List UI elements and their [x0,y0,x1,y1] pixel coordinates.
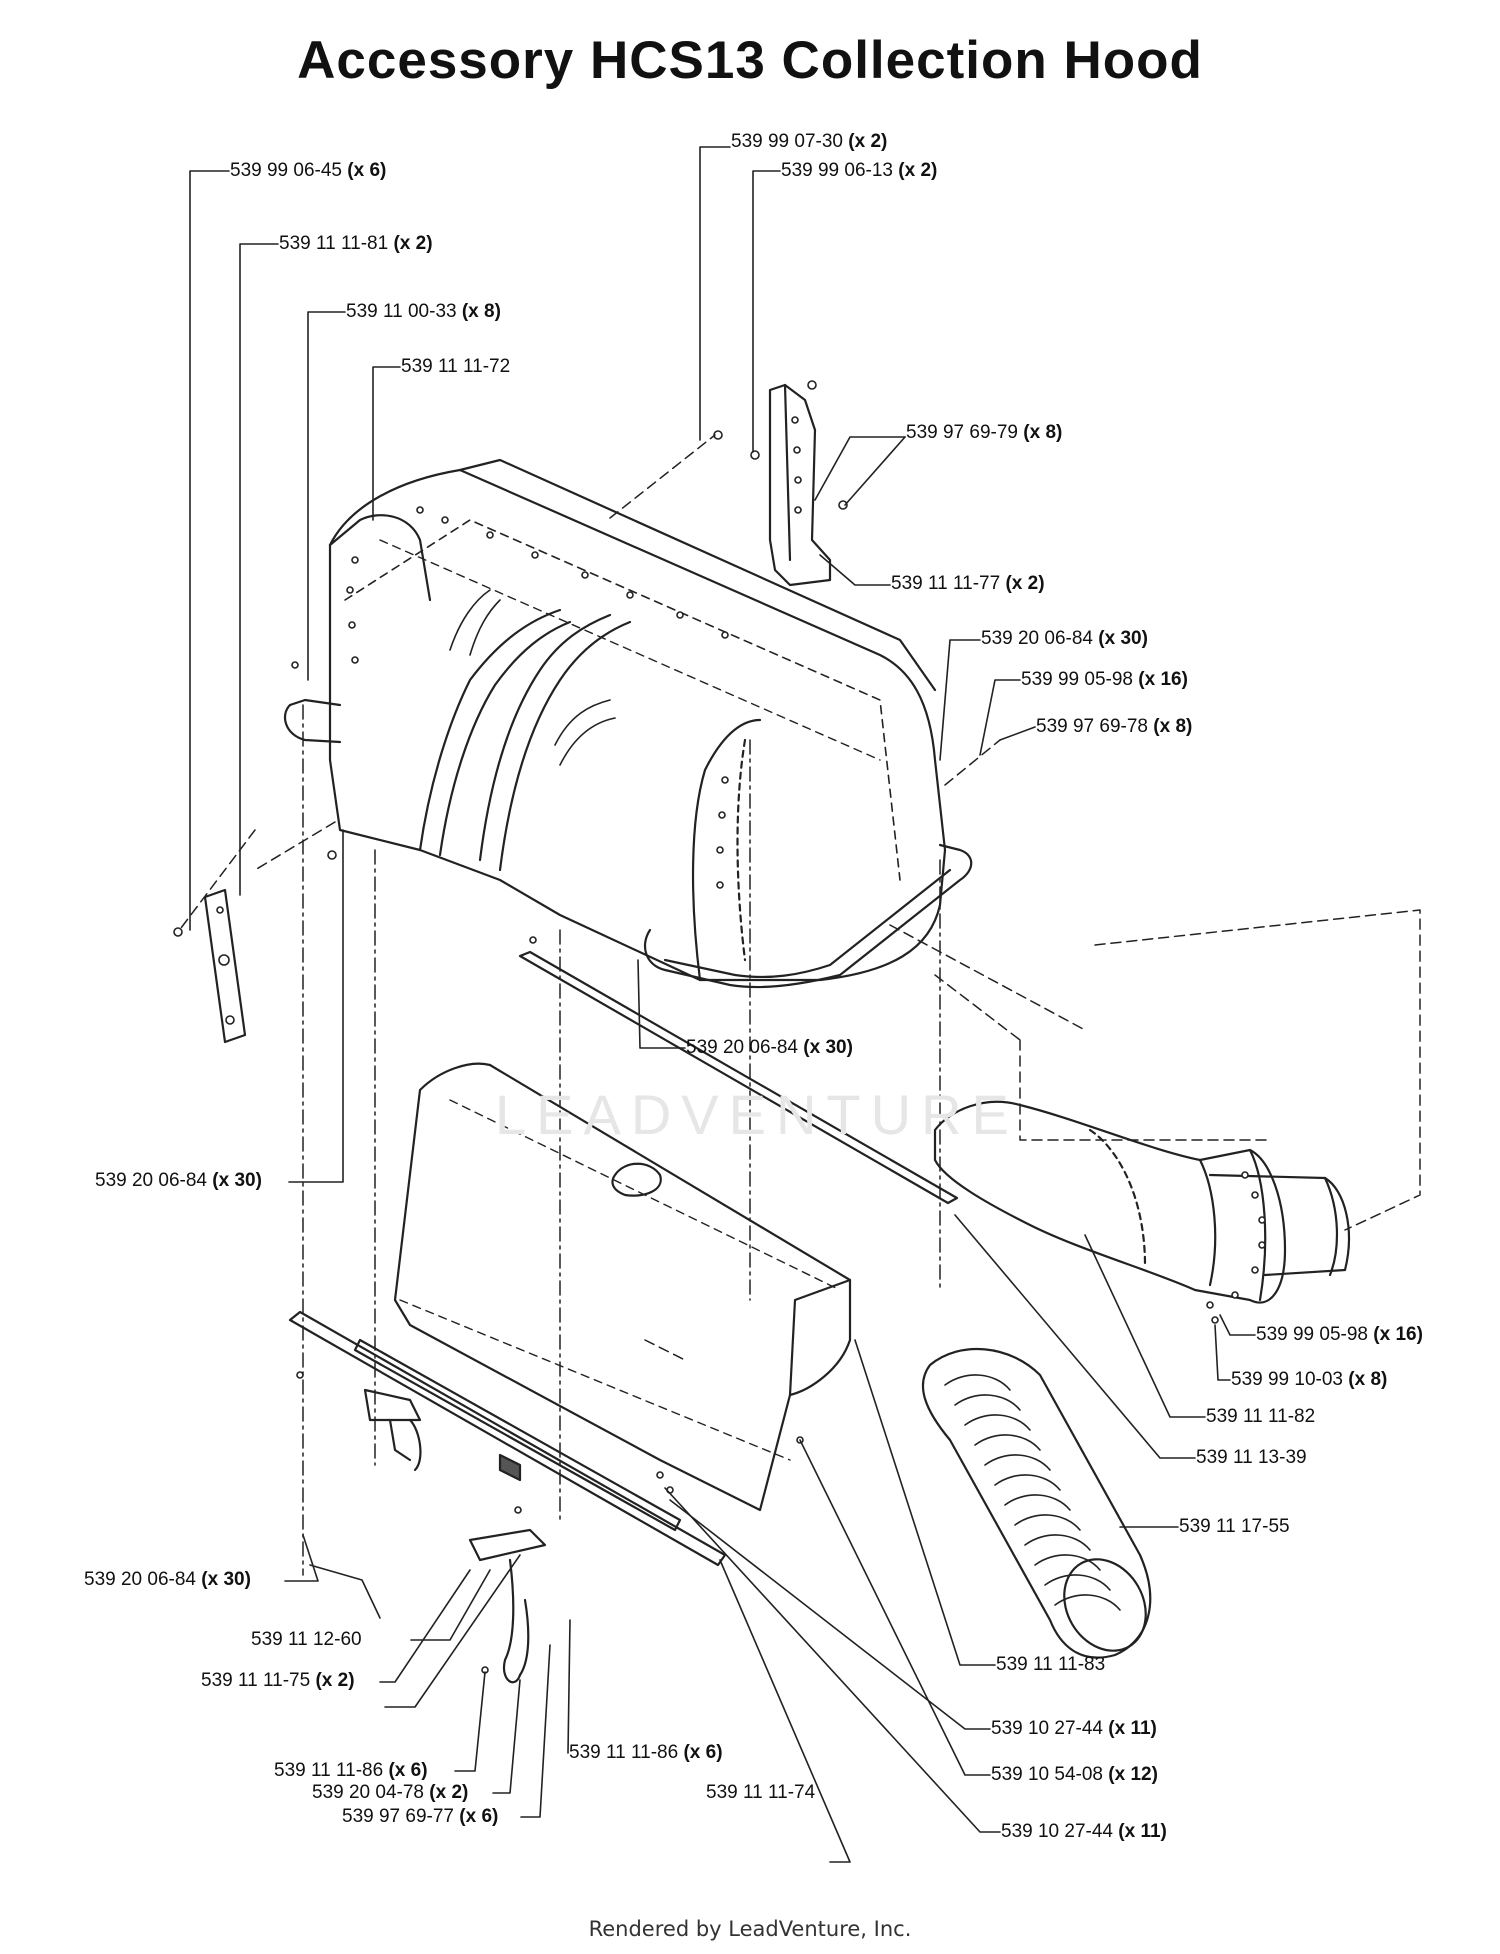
left-mounting-plate [173,850,337,1044]
curved-chute-elbow-part [933,1100,1351,1324]
part-label: 539 11 00-33 (x 8) [346,301,501,322]
part-label: 539 11 17-55 [1179,1516,1290,1537]
part-label: 539 11 11-74 [706,1782,816,1803]
part-label: 539 11 11-83 [996,1654,1106,1675]
part-label: 539 10 27-44 (x 11) [991,1718,1157,1739]
leader-lines [189,146,1256,1863]
thin-strip-part [518,950,959,1205]
part-label: 539 10 27-44 (x 11) [1001,1821,1167,1842]
bottom-rail-assembly [288,1310,804,1684]
part-label: 539 97 69-77 (x 6) [342,1806,499,1827]
alignment-lines [302,704,941,1576]
part-label: 539 11 11-86 (x 6) [274,1760,428,1781]
part-label: 539 11 11-82 [1206,1406,1316,1427]
dashed-assembly-lines [177,434,1421,1361]
lower-deflector-part [393,1062,852,1512]
part-label: 539 20 06-84 (x 30) [686,1037,853,1058]
part-label: 539 99 06-45 (x 6) [230,160,387,181]
part-label: 539 11 11-86 (x 6) [569,1742,723,1763]
part-label: 539 11 13-39 [1196,1447,1307,1468]
flexible-hose-part [921,1347,1152,1659]
part-label: 539 99 10-03 (x 8) [1231,1369,1388,1390]
footer-credit: Rendered by LeadVenture, Inc. [588,1917,912,1941]
part-label: 539 11 11-77 (x 2) [891,573,1045,594]
diagram-title: Accessory HCS13 Collection Hood [297,31,1203,90]
collection-hood-housing [283,458,973,989]
part-label: 539 97 69-78 (x 8) [1036,716,1193,737]
mounting-bracket-part [713,380,848,587]
part-label: 539 20 06-84 (x 30) [84,1569,251,1590]
part-label: 539 20 04-78 (x 2) [312,1782,469,1803]
part-label: 539 11 11-81 (x 2) [279,233,433,254]
part-label: 539 97 69-79 (x 8) [906,422,1063,443]
watermark-text: LEADVENTURE [495,1083,1019,1146]
part-label: 539 99 05-98 (x 16) [1256,1324,1423,1345]
part-label: 539 20 06-84 (x 30) [981,628,1148,649]
part-label: 539 10 54-08 (x 12) [991,1764,1158,1785]
part-label: 539 11 12-60 [251,1629,362,1650]
part-label: 539 11 11-72 [401,356,511,377]
part-label: 539 20 06-84 (x 30) [95,1170,262,1191]
part-label: 539 99 05-98 (x 16) [1021,669,1188,690]
part-label: 539 11 11-75 (x 2) [201,1670,355,1691]
part-label: 539 99 06-13 (x 2) [781,160,938,181]
part-label: 539 99 07-30 (x 2) [731,131,888,152]
